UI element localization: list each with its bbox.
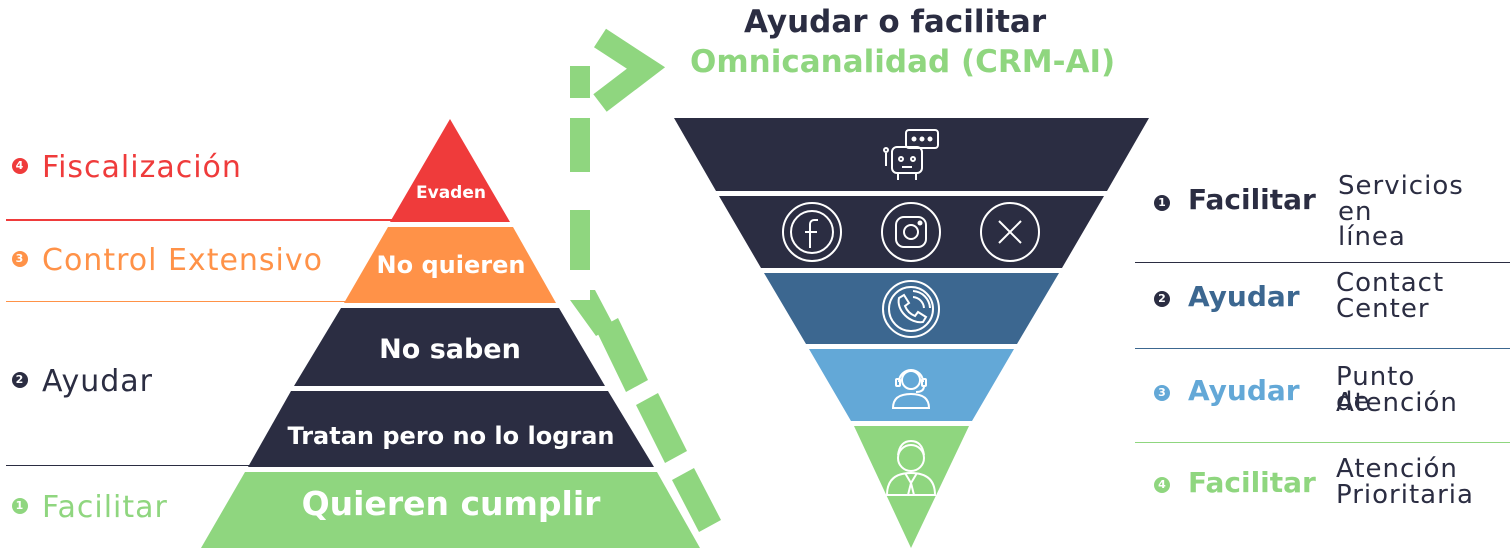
instagram-icon [881,202,941,262]
right-desc-line2: Center [1336,294,1430,324]
right-action: Facilitar [1188,183,1316,216]
agent-icon [885,439,937,496]
arrow-dash-8 [570,66,590,98]
badge-3: 3 [12,250,28,267]
right-action: Ayudar [1188,280,1300,313]
pyramid-tier-no-quieren [344,227,556,303]
robot-icon [883,129,939,180]
right-separator-1 [1135,262,1510,263]
right-desc-line2: Atención [1336,388,1458,418]
compliance-pyramid [201,119,700,548]
badge-2: 2 [1154,291,1170,307]
pyramid-tier-no-saben [294,308,605,386]
right-desc-line2: en línea [1338,197,1406,252]
left-label-text: Facilitar [42,490,168,525]
facebook-icon [782,202,842,262]
right-desc-line1: Contact [1336,268,1445,298]
pyramid-tier-evaden [390,119,510,222]
badge-1: 1 [12,497,28,514]
left-label-text: Fiscalización [42,150,242,185]
arrow-dash-5 [570,290,614,336]
left-label-facilitar: 1 Facilitar [12,490,168,525]
separator-red [6,219,416,221]
right-desc-line1: Atención [1336,454,1458,484]
funnel-tier-social [719,196,1104,268]
arrow-dash-6 [570,210,590,270]
x-icon [980,202,1040,262]
title-line-1: Ayudar o facilitar [744,4,1047,40]
funnel-tier-phone [764,273,1059,344]
pyramid-tier-tratan [248,391,654,467]
pyramid-label-no-saben: No saben [379,334,521,365]
pyramid-label-tratan: Tratan pero no lo logran [287,422,615,450]
pyramid-label-no-quieren: No quieren [376,251,526,279]
right-desc-line1: Punto de [1336,362,1416,417]
arrow-dash-1 [566,534,582,548]
right-desc-line1: Servicios [1338,171,1464,201]
title-line-2: Omnicanalidad (CRM-AI) [690,44,1116,80]
arrow-dash-2 [672,468,721,532]
arrow-head [593,28,666,112]
right-separator-2 [1135,348,1510,349]
left-label-text: Ayudar [42,364,154,399]
left-label-ayudar: 2 Ayudar [12,364,153,399]
right-action: Facilitar [1188,466,1316,499]
arrow-dash-3 [636,393,687,463]
left-label-control-extensivo: 3 Control Extensivo [12,243,323,278]
pyramid-label-evaden: Evaden [416,183,486,203]
arrow-dash-4 [596,318,648,392]
badge-1: 1 [1154,195,1170,211]
pyramid-tier-quieren-cumplir [201,472,700,548]
funnel-tier-headset [809,349,1014,421]
left-label-text: Control Extensivo [42,243,323,278]
badge-4: 4 [12,157,28,174]
pyramid-label-quieren-cumplir: Quieren cumplir [301,484,601,523]
badge-3: 3 [1154,385,1170,401]
separator-navy [6,465,256,466]
phone-icon [882,280,940,338]
badge-4: 4 [1154,477,1170,493]
agent-headset-icon [891,369,931,409]
funnel-tier-robot [674,118,1149,191]
right-separator-3 [1135,442,1510,443]
dashed-arrow [566,28,721,548]
badge-2: 2 [12,371,28,388]
omnichannel-funnel [674,118,1149,548]
arrow-dash-7 [570,118,590,172]
right-desc-line2: Prioritaria [1336,480,1474,510]
right-action: Ayudar [1188,374,1300,407]
left-label-fiscalizacion: 4 Fiscalización [12,150,242,185]
separator-orange [6,301,356,302]
